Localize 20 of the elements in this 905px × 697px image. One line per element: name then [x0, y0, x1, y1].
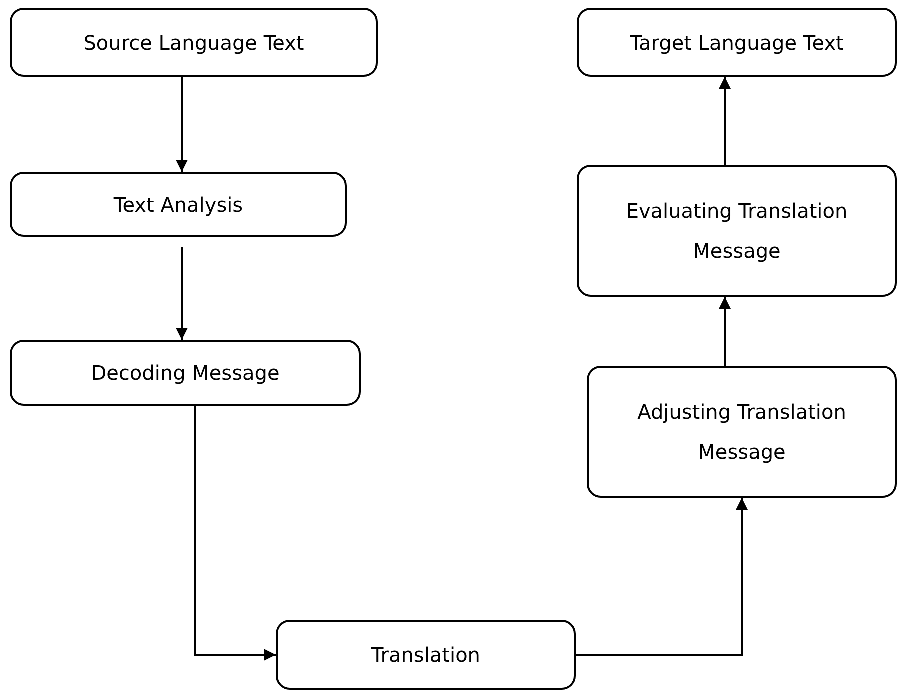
- arrow: [194, 406, 276, 661]
- box-label: Target Language Text: [630, 30, 844, 56]
- box-label: Translation: [372, 642, 480, 669]
- box-label: Decoding Message: [91, 360, 280, 387]
- process-box: [577, 8, 897, 77]
- process-box: [577, 165, 897, 297]
- process-box: [10, 340, 361, 406]
- box-label: Evaluating Translation Message: [625, 198, 849, 265]
- arrow: [719, 297, 731, 366]
- box-label: Adjusting Translation Message: [636, 399, 848, 466]
- box-label: Text Analysis: [114, 192, 244, 218]
- arrow: [176, 77, 188, 172]
- process-box: [587, 366, 897, 498]
- arrow: [719, 77, 731, 165]
- process-box: [10, 8, 378, 77]
- process-box: [276, 620, 576, 690]
- arrow: [176, 247, 188, 340]
- box-label: Source Language Text: [84, 30, 304, 56]
- arrow: [576, 498, 748, 656]
- process-box: [10, 172, 347, 237]
